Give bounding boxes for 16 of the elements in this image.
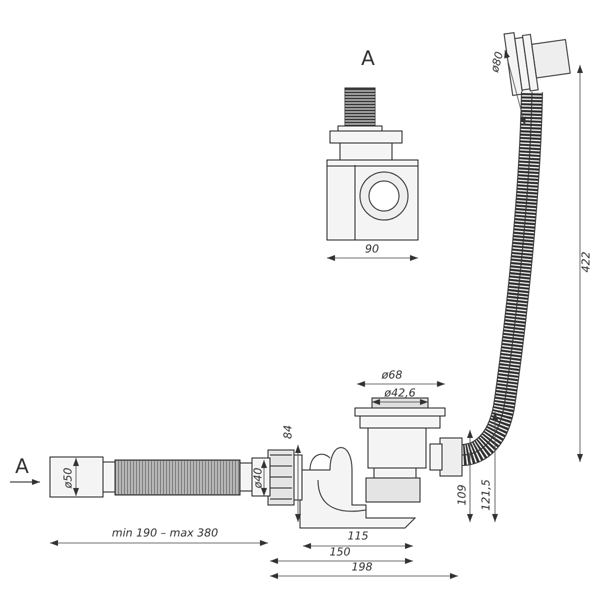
dimension-label: ø42,6: [384, 388, 416, 398]
dimension-label: ø50: [62, 468, 74, 488]
dimension-label: ø40: [252, 468, 264, 488]
dimension-label: 84: [282, 425, 294, 439]
dimension-label: 198: [352, 562, 372, 572]
dimension-label: ø80: [489, 50, 505, 74]
dimension-label: 121,5: [480, 479, 492, 511]
dimension-label: 150: [330, 546, 350, 558]
view-label: A: [15, 456, 29, 476]
dimension-label: 115: [348, 530, 368, 542]
dimension-label: ø68: [382, 370, 402, 380]
dimension-label: 90: [365, 244, 379, 254]
dimension-label: 422: [580, 252, 592, 272]
view-label: A: [361, 48, 375, 68]
dimension-label: min 190 – max 380: [112, 528, 218, 538]
dimension-label: 109: [456, 484, 468, 506]
